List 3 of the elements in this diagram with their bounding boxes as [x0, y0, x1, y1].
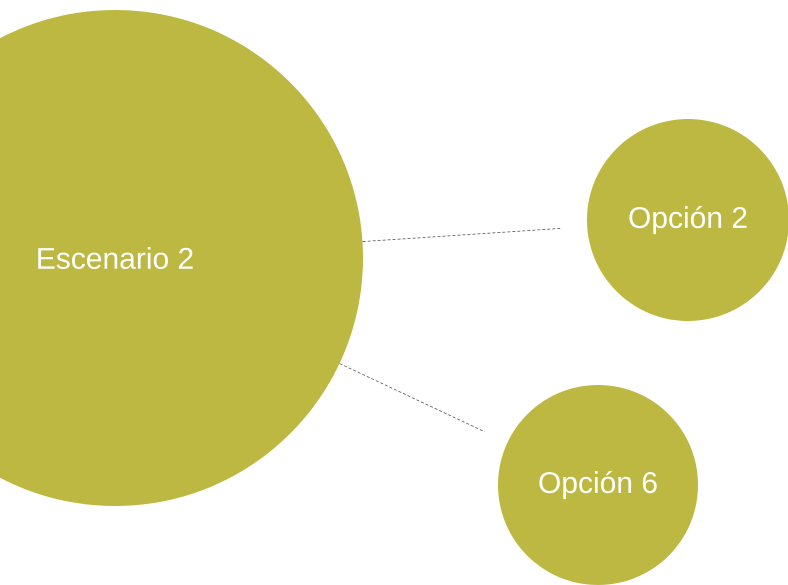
connector-line [362, 228, 562, 242]
connector-line [339, 363, 486, 432]
circle-node: Opción 6 [498, 384, 698, 585]
